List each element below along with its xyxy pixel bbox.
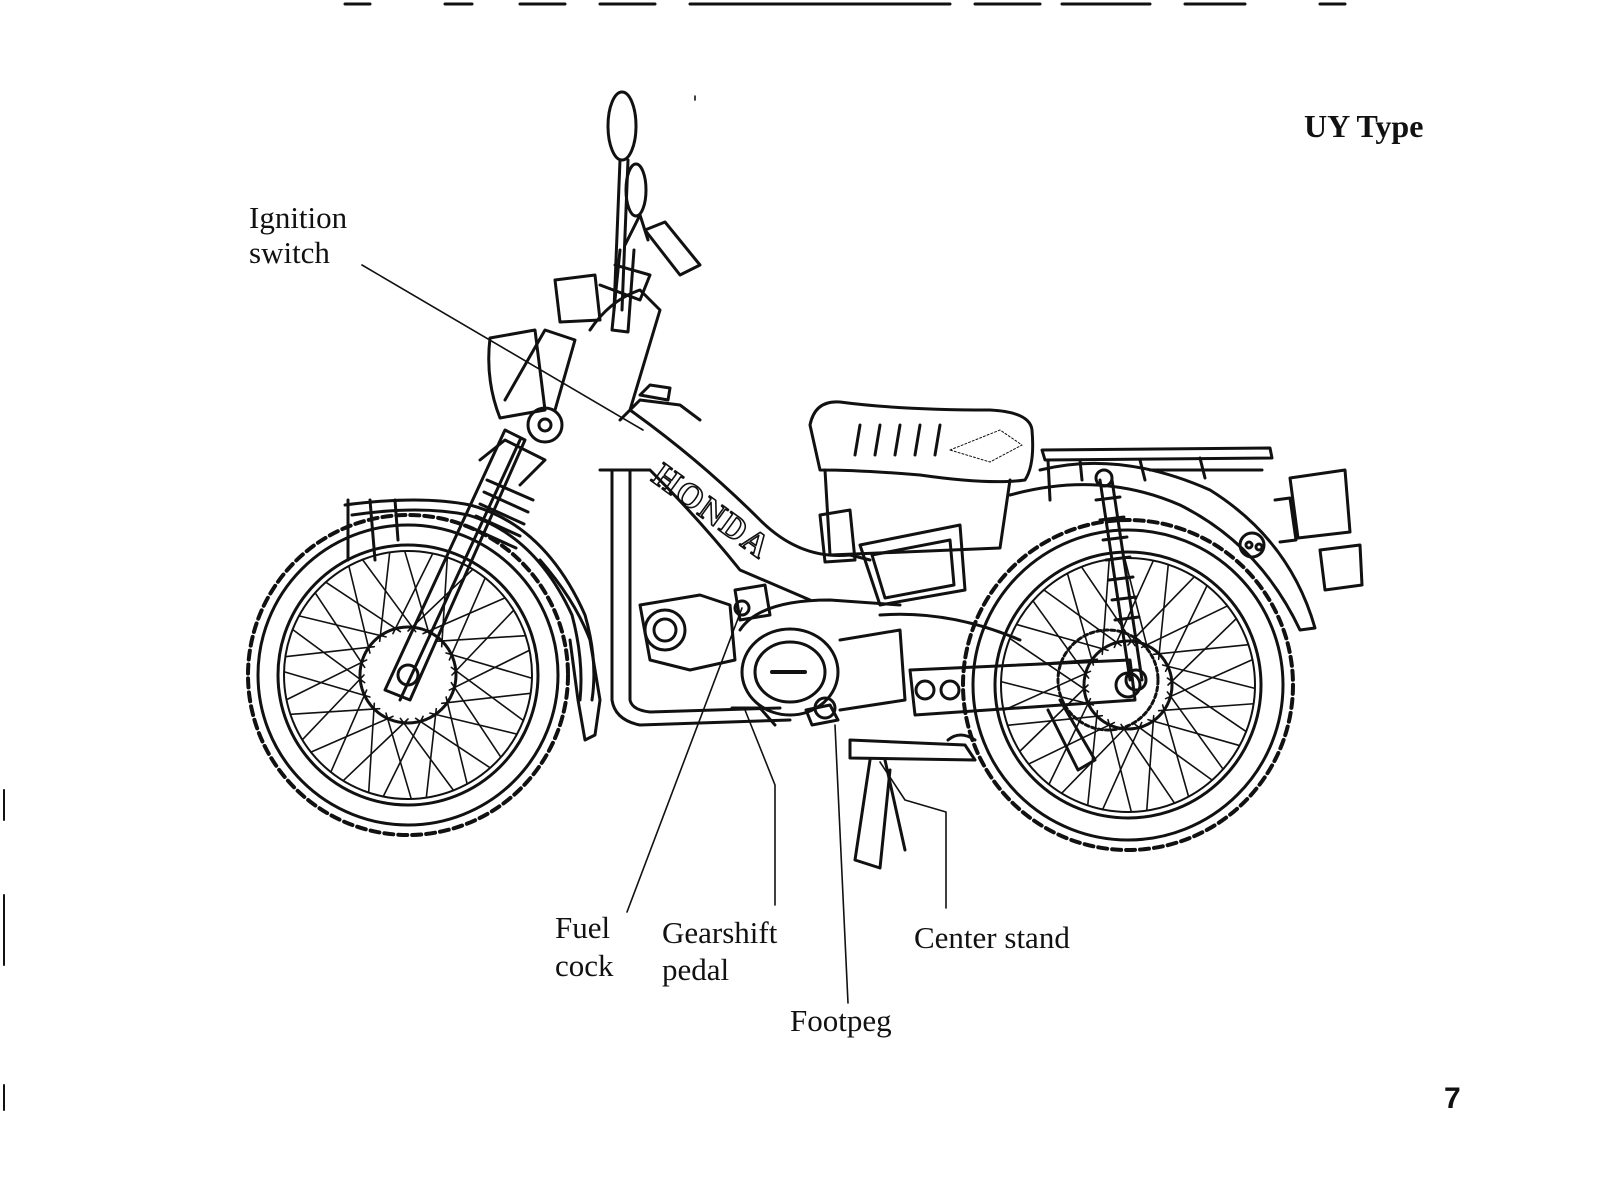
wheel-spoke [1120,723,1176,804]
wheel-spoke [448,649,531,691]
wheel-spoke [348,565,371,654]
wheel-spoke [1015,623,1109,652]
wheel-spoke [301,674,365,741]
wheel-spoke [1167,617,1238,686]
headlight-handlebar [487,213,702,444]
wheel-spoke [1101,721,1143,811]
wheel-spoke [422,597,506,635]
wheel-spoke [1161,704,1190,798]
mirror [606,90,648,312]
callout-footpeg: Footpeg [790,1003,892,1038]
wheel-spoke [414,717,491,769]
callout-fuel-cock: Fuel cock [555,910,614,983]
wheel-spoke [385,712,413,800]
swingarm [908,658,1137,772]
wheel-spoke [284,645,376,658]
wheel-spoke [403,550,431,638]
wheel-spoke [1157,563,1170,661]
wheel-spoke [425,707,438,799]
wheel-spoke [1157,702,1255,712]
wheel-spoke [289,707,381,716]
wheel-spoke [1166,677,1247,733]
leader-lines [361,95,947,1004]
wheel-spoke [285,659,368,701]
wheel-spoke [429,712,518,735]
wheel-spoke [1164,584,1208,673]
wheel-spoke [1152,643,1250,656]
callout-gearshift-pedal: Gearshift pedal [662,915,778,987]
rear-rack [1040,446,1274,502]
wheel-spoke [361,558,417,633]
wheel-spoke [378,551,391,643]
page-heading: UY Type [1304,108,1424,144]
wheel-spoke [1018,684,1089,753]
wheel-spoke [392,552,434,635]
wheel-spoke [448,577,486,661]
wheel-spoke [1140,605,1229,649]
frame-body [588,288,872,727]
wheel-spoke [310,715,394,753]
wheel-spoke [399,717,455,792]
wheel-spoke [283,670,371,698]
rear-fender [1008,461,1364,632]
wheel-spoke [451,609,515,676]
wheel-spoke [1145,714,1155,812]
rear-shock [1094,468,1148,692]
wheel-spoke [445,696,468,785]
side-cover [818,508,967,607]
callout-ignition-switch: Ignition switch [249,200,348,270]
wheel-spoke [291,628,366,684]
wheel-spoke [367,702,376,794]
wheel-spoke [440,692,532,705]
front-wheel [246,513,570,837]
wheel-spoke [298,615,387,638]
front-fender [343,498,602,742]
wheel-spoke [1107,718,1133,813]
wheel-spoke [1043,589,1122,647]
wheel-spoke [1002,670,1092,712]
wheel-spoke [314,592,366,669]
wheel-spoke [435,634,527,643]
wheel-spoke [1066,572,1095,666]
wheel-spoke [1147,718,1241,747]
wheel-spoke [330,689,368,773]
wheel-spoke [1101,558,1111,656]
wheel-spoke [1134,723,1213,781]
wheel-spoke [450,681,502,758]
wheel-spoke [1164,658,1254,700]
wheel-spoke [1048,697,1092,786]
wheel-spoke [1032,600,1090,679]
wheel-spoke [1009,637,1090,693]
wheel-spoke [325,581,402,633]
wheel-spoke [445,652,533,680]
wheel-spoke [382,715,424,798]
wheel-spoke [342,718,409,782]
wheel-spoke [1161,664,1256,690]
wheel-spoke [1127,575,1196,646]
callout-center-stand: Center stand [914,920,1070,955]
wheel-spoke [1000,680,1095,706]
engine [638,593,1022,717]
front-fork [383,328,577,702]
wheel-spoke [450,666,525,722]
rear-wheel [961,518,1295,852]
wheel-spoke [1123,557,1149,652]
page-number: 7 [1444,1082,1461,1115]
controls [730,583,840,727]
wheel-spoke [1006,714,1104,727]
wheel-spoke [1166,691,1224,770]
